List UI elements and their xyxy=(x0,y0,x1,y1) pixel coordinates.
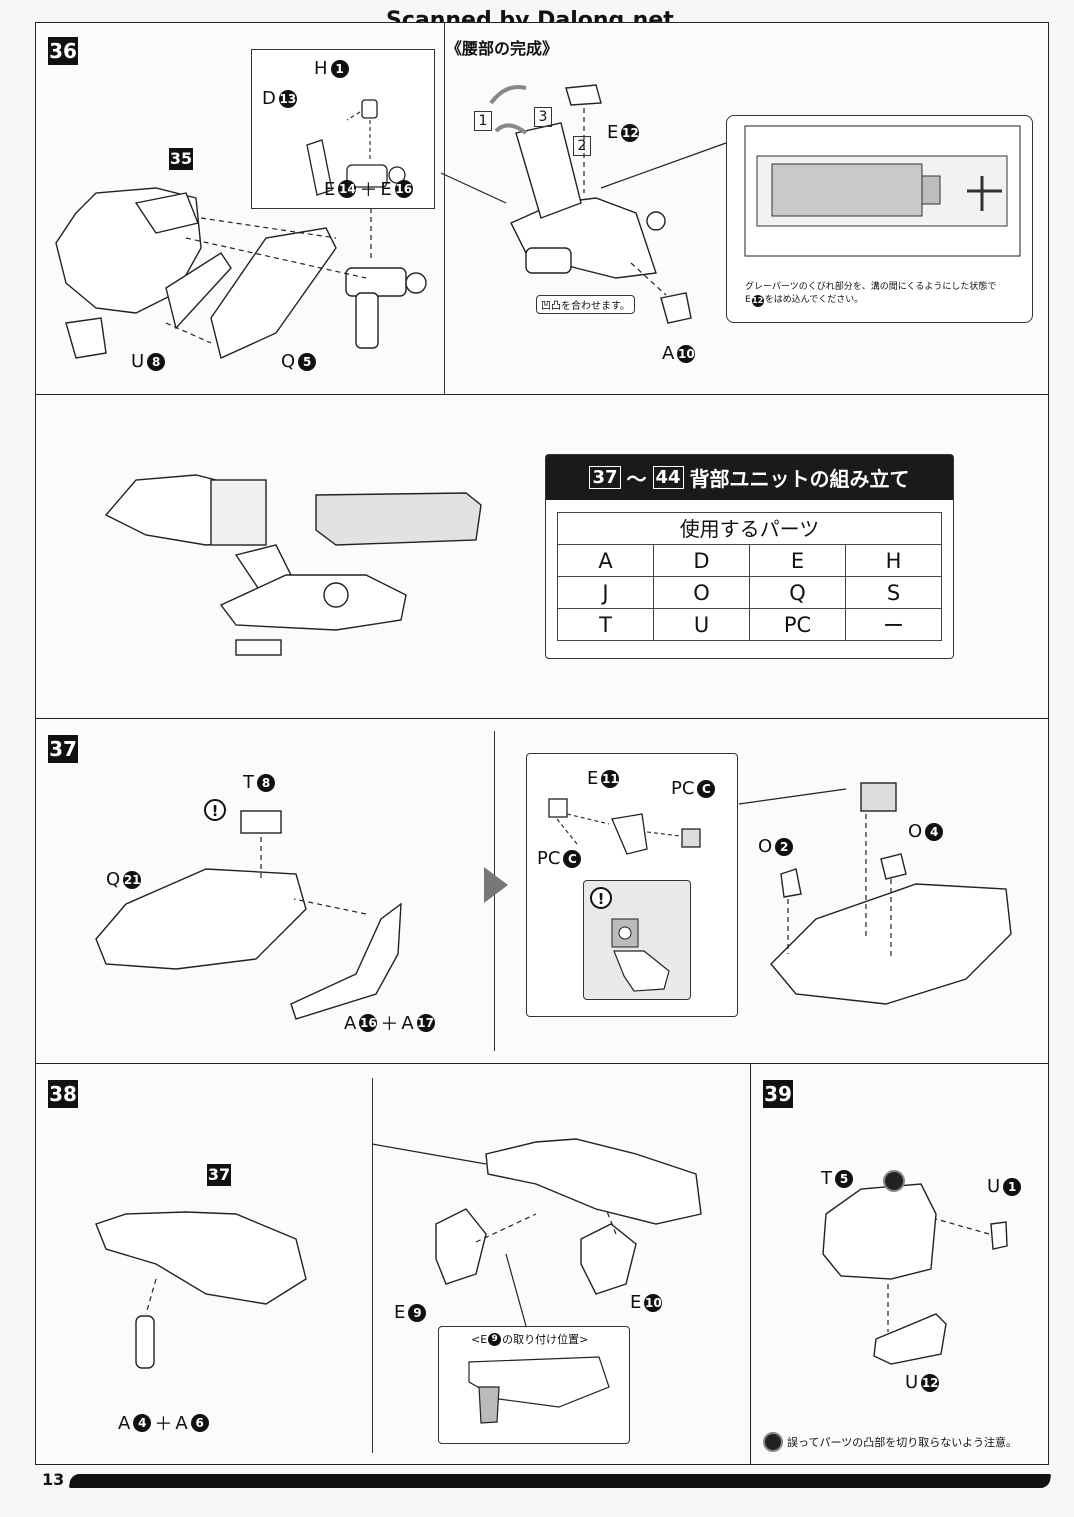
rotate-arrow-1 xyxy=(489,85,527,105)
inset-detail: ! xyxy=(583,880,691,1000)
step-38-illustration xyxy=(95,1138,702,1369)
parts-cell: U xyxy=(653,608,750,641)
step-39-number: 39 xyxy=(763,1080,793,1108)
parts-cell: ー xyxy=(845,608,942,641)
step-37-number: 37 xyxy=(48,735,78,763)
rotate-arrow-3 xyxy=(494,123,528,135)
parts-row: T U PC ー xyxy=(557,608,942,641)
parts-table-header: 使用するパーツ xyxy=(557,512,942,544)
backpack-illustration xyxy=(104,474,482,656)
warning-icon: ! xyxy=(204,799,226,821)
parts-table: A D E H J O Q S T U PC ー xyxy=(557,544,942,641)
divider xyxy=(372,1078,374,1453)
inset-illustration xyxy=(306,99,406,196)
detail-note-line-1: グレーパーツのくびれ部分を、溝の間にくるようにした状態で xyxy=(745,282,997,292)
step-36-left-illustration xyxy=(55,187,427,359)
inset-detail-illustration xyxy=(611,918,670,992)
page-number: 13 xyxy=(42,1470,65,1489)
step-36-right-illustration xyxy=(440,84,727,324)
step-39-illustration xyxy=(822,1183,1008,1365)
step-36-panel: 36 《腰部の完成》 35 xyxy=(35,22,1049,395)
title-step-from: 37 xyxy=(589,466,621,489)
parts-cell: H xyxy=(845,544,942,577)
title-step-to: 44 xyxy=(652,466,684,489)
backpack-parts-box: 37 〜 44 背部ユニットの組み立て 使用するパーツ A D E H J O … xyxy=(545,454,954,659)
step-38-number: 38 xyxy=(48,1080,78,1108)
parts-cell: PC xyxy=(749,608,846,641)
e9-position-illustration xyxy=(468,1356,610,1424)
title-tilde: 〜 xyxy=(626,467,647,491)
parts-row: J O Q S xyxy=(557,576,942,609)
parts-cell: O xyxy=(653,576,750,609)
parts-cell: T xyxy=(557,608,654,641)
backpack-title-bar: 37 〜 44 背部ユニットの組み立て xyxy=(546,455,953,500)
seq-1: 1 xyxy=(474,111,492,131)
backpack-overview-panel: 37 〜 44 背部ユニットの組み立て 使用するパーツ A D E H J O … xyxy=(35,394,1049,719)
next-arrow-icon xyxy=(484,867,508,903)
step-37-right-illustration xyxy=(738,782,1012,1005)
parts-row: A D E H xyxy=(557,544,942,577)
knob-caution-icon xyxy=(883,1170,905,1192)
step-37-left-illustration xyxy=(95,810,402,1020)
parts-cell: S xyxy=(845,576,942,609)
waist-title: 《腰部の完成》 xyxy=(446,39,559,58)
step-36-number: 36 xyxy=(48,37,78,65)
footer-brush-stroke xyxy=(68,1474,1052,1488)
ref-step-35: 35 xyxy=(169,148,193,170)
knob-caution-icon xyxy=(763,1432,783,1452)
parts-cell: E xyxy=(749,544,846,577)
divider xyxy=(444,23,446,394)
ref-step-37: 37 xyxy=(207,1164,231,1186)
detail-illustration xyxy=(744,125,1021,257)
warning-icon: ! xyxy=(590,887,612,909)
caution-note: 誤ってパーツの凸部を切り取らないよう注意。 xyxy=(763,1432,1017,1452)
align-note: 凹凸を合わせます。 xyxy=(536,295,635,314)
inset-illustration xyxy=(548,798,701,855)
parts-cell: D xyxy=(653,544,750,577)
parts-cell: J xyxy=(557,576,654,609)
seq-2: 2 xyxy=(573,136,591,156)
parts-cell: Q xyxy=(749,576,846,609)
parts-cell: A xyxy=(557,544,654,577)
seq-3: 3 xyxy=(534,107,552,127)
title-text: 背部ユニットの組み立て xyxy=(689,467,910,491)
